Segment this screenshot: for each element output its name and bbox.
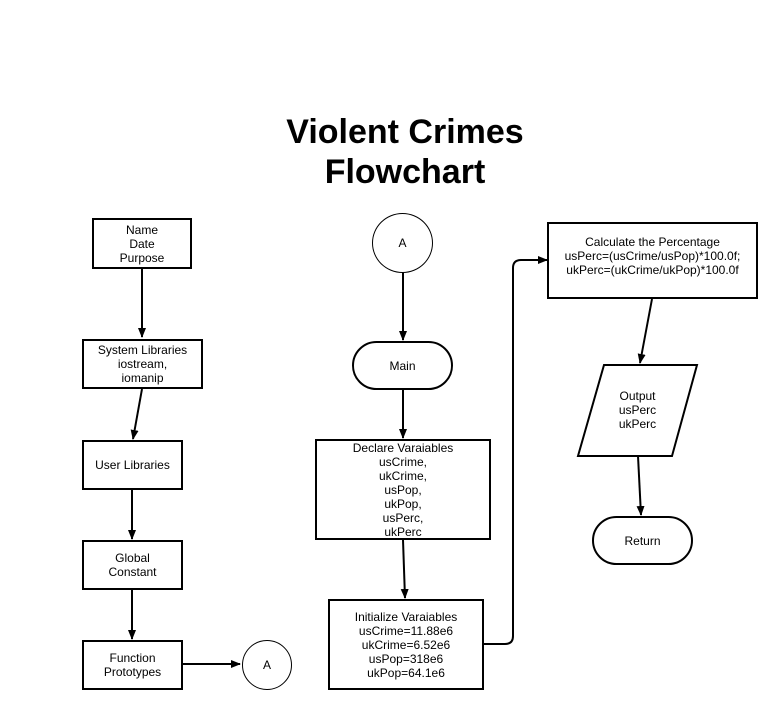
initialize-variables-box[interactable]: Initialize Varaiables usCrime=11.88e6 uk…: [328, 599, 484, 690]
initialize-var-1: usCrime=11.88e6: [358, 623, 454, 638]
system-libraries-box[interactable]: System Libraries iostream, iomanip: [82, 339, 203, 389]
system-libraries-iostream: iostream,: [117, 357, 168, 371]
edge-output-to-return: [636, 455, 645, 516]
declare-var-1: usCrime,: [378, 454, 427, 469]
connector-a-in[interactable]: A: [372, 213, 433, 273]
return-label: Return: [624, 533, 661, 548]
edge-initialize-to-calculate: [484, 256, 548, 645]
declare-title: Declare Varaiables: [352, 440, 454, 455]
header-box[interactable]: Name Date Purpose: [92, 218, 192, 269]
title-line-1: Violent Crimes: [286, 113, 524, 151]
function-prototypes-box[interactable]: Function Prototypes: [82, 640, 183, 690]
diagram-title: Violent Crimes Flowchart: [200, 112, 610, 192]
global-constant-label-2: Constant: [108, 565, 157, 579]
connector-a-out[interactable]: A: [242, 640, 292, 690]
global-constant-box[interactable]: Global Constant: [82, 540, 183, 590]
output-us: usPerc: [618, 403, 657, 417]
calculate-uk-formula: ukPerc=(ukCrime/ukPop)*100.0f: [566, 263, 739, 277]
initialize-var-4: ukPop=64.1e6: [367, 665, 445, 680]
initialize-var-2: ukCrime=6.52e6: [361, 637, 451, 652]
edge-declare-to-initialize: [400, 539, 409, 599]
output-uk: ukPerc: [618, 417, 657, 431]
header-date-label: Date: [129, 236, 155, 251]
system-libraries-iomanip: iomanip: [121, 371, 164, 385]
declare-var-2: ukCrime,: [378, 468, 427, 483]
function-prototypes-label-1: Function: [109, 651, 156, 665]
return-terminator[interactable]: Return: [592, 516, 693, 565]
header-purpose-label: Purpose: [119, 250, 165, 265]
global-constant-label-1: Global: [115, 551, 150, 565]
user-libraries-box[interactable]: User Libraries: [82, 440, 183, 490]
header-name-label: Name: [125, 222, 158, 237]
function-prototypes-label-2: Prototypes: [103, 665, 162, 679]
declare-var-3: usPop,: [384, 482, 422, 497]
output-title: Output: [619, 389, 656, 403]
user-libraries-label: User Libraries: [95, 458, 170, 472]
edge-syslib-to-userlib: [130, 388, 143, 440]
main-terminator[interactable]: Main: [352, 341, 453, 390]
initialize-title: Initialize Varaiables: [354, 609, 458, 624]
declare-variables-box[interactable]: Declare Varaiables usCrime, ukCrime, usP…: [315, 439, 491, 540]
output-parallelogram-shape: [576, 364, 699, 457]
declare-var-5: usPerc,: [382, 510, 424, 525]
title-line-2: Flowchart: [324, 153, 486, 191]
calculate-percentage-box[interactable]: Calculate the Percentage usPerc=(usCrime…: [547, 222, 758, 299]
declare-var-6: ukPerc: [384, 524, 422, 539]
calculate-us-formula: usPerc=(usCrime/usPop)*100.0f;: [564, 249, 741, 263]
edge-calculate-to-output: [637, 298, 653, 364]
connector-a-out-label: A: [262, 658, 271, 672]
output-parallelogram[interactable]: Output usPerc ukPerc: [578, 365, 697, 456]
calculate-title: Calculate the Percentage: [585, 235, 720, 249]
declare-var-4: ukPop,: [384, 496, 422, 511]
system-libraries-label: System Libraries: [97, 343, 188, 357]
initialize-var-3: usPop=318e6: [368, 651, 444, 666]
main-label: Main: [389, 358, 416, 373]
connector-a-in-label: A: [398, 236, 407, 250]
